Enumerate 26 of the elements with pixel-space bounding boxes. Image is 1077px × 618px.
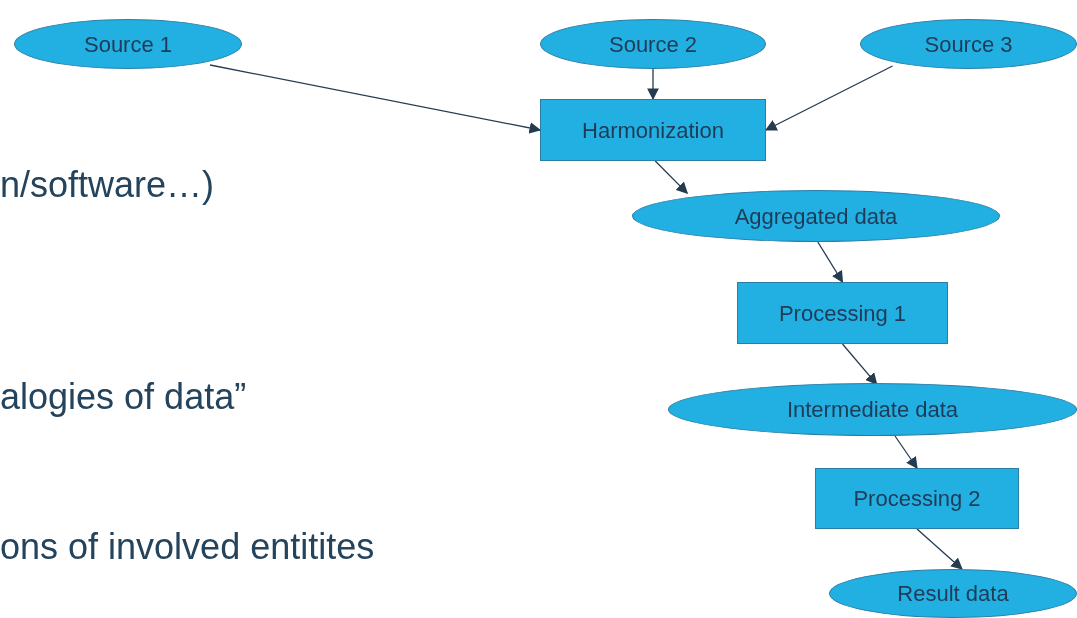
data-ellipse: [860, 19, 1077, 69]
data-ellipse: [668, 383, 1077, 436]
arrow: [894, 435, 918, 469]
process-box: [815, 468, 1019, 529]
node-label: Result data: [897, 580, 1009, 608]
node-label: Harmonization: [582, 116, 724, 145]
arrow: [647, 68, 659, 101]
arrow: [841, 343, 878, 385]
node-label: Source 2: [608, 30, 698, 59]
node-label: Processing 1: [778, 299, 907, 328]
node-label: Processing 2: [853, 485, 981, 513]
bullet-text: alogies of data”: [0, 375, 247, 419]
node-label: Intermediate data: [786, 396, 959, 424]
node-label: Source 1: [83, 30, 173, 59]
bullet-text: ons of involved entitites: [0, 525, 375, 569]
node-label: Aggregated data: [734, 202, 898, 231]
arrow: [654, 160, 688, 194]
process-box: [737, 282, 948, 344]
arrow: [209, 64, 542, 134]
arrow: [817, 241, 844, 283]
node-label: Source 3: [924, 30, 1013, 59]
data-ellipse: [829, 569, 1077, 618]
process-box: [540, 99, 766, 161]
bullet-text: n/software…): [0, 163, 215, 207]
arrow: [764, 65, 894, 131]
arrow: [916, 528, 963, 570]
